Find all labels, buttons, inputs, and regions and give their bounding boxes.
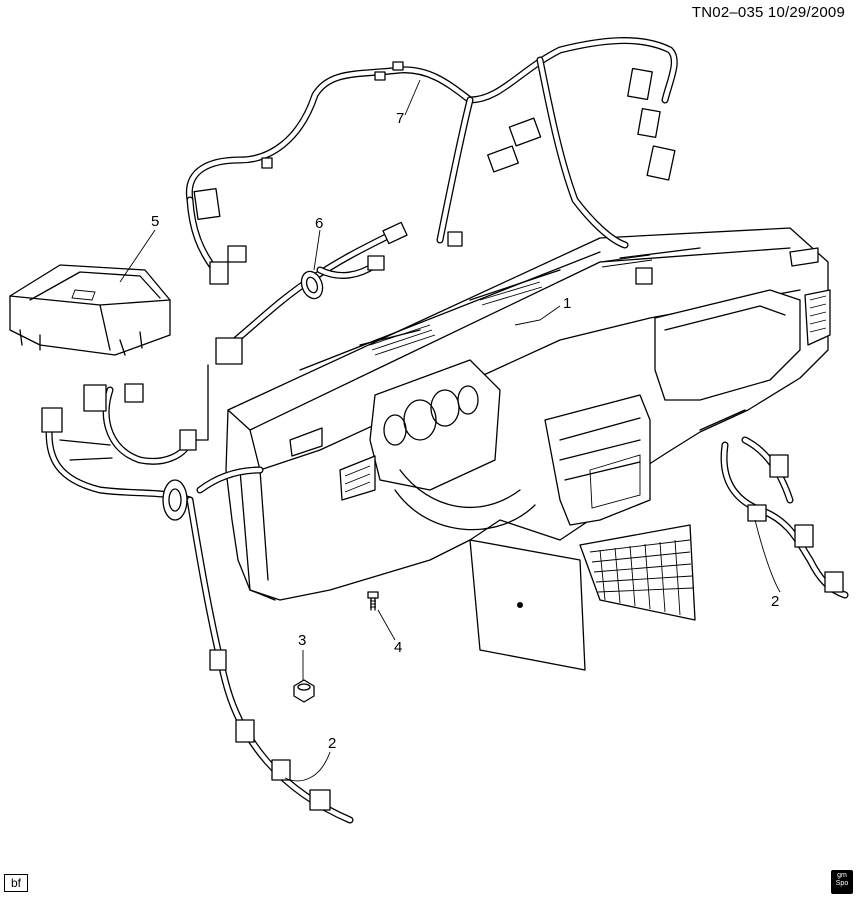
instrument-panel — [225, 227, 831, 671]
callout-1: 1 — [563, 295, 571, 312]
right-body-harness — [720, 436, 849, 599]
harness-grommet-assembly — [195, 221, 408, 441]
corner-tag: bf — [4, 874, 28, 892]
callout-2-left: 2 — [328, 735, 336, 752]
callout-5: 5 — [151, 213, 159, 230]
bolt — [367, 591, 379, 611]
callout-6: 6 — [315, 215, 323, 232]
nut — [293, 679, 315, 703]
callout-labels: 1 2 2 3 4 5 6 7 — [151, 110, 779, 752]
fuse-block — [9, 264, 171, 356]
callout-7: 7 — [396, 110, 404, 127]
callout-4: 4 — [394, 639, 402, 656]
drawing-id: TN02–035 10/29/2009 — [691, 4, 845, 21]
leader-lines — [119, 79, 781, 782]
logo-text-bottom: Spo — [835, 880, 849, 887]
left-body-harness — [41, 383, 354, 824]
callout-3: 3 — [298, 632, 306, 649]
gm-spo-logo: gm Spo — [831, 870, 853, 894]
instrument-panel-harness — [185, 37, 678, 285]
logo-text-top: gm — [837, 872, 847, 879]
callout-2-right: 2 — [771, 593, 779, 610]
